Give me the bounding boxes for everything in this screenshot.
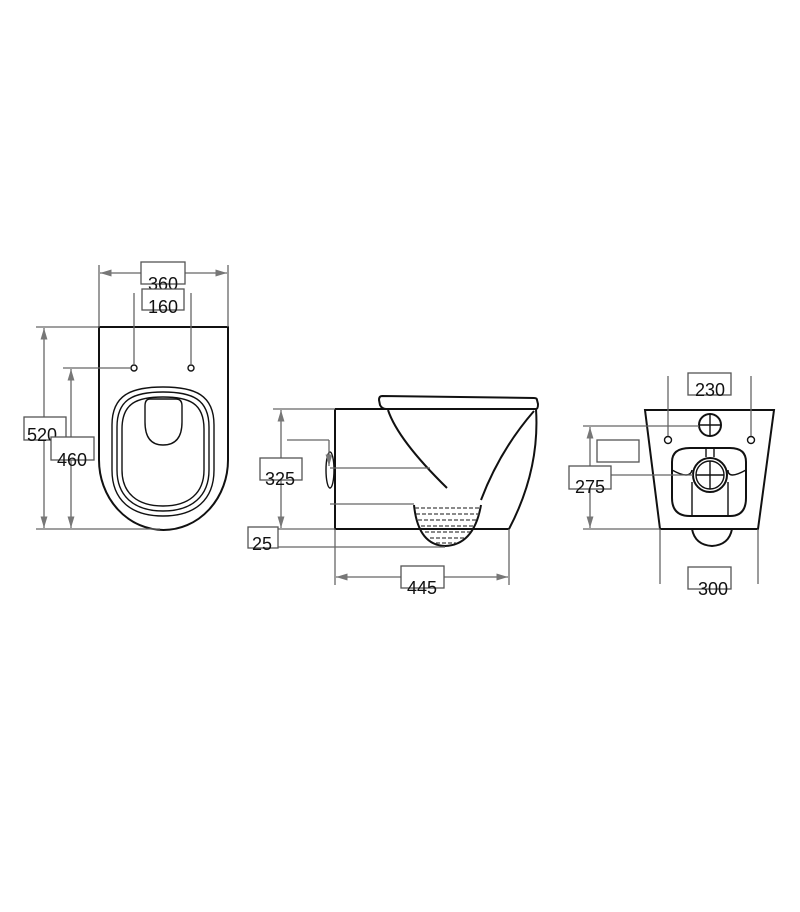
back-view: 230 275 300: [568, 372, 776, 599]
side-view-trap: [413, 504, 482, 548]
dim-projection: 445: [407, 578, 437, 598]
seat-inner-ring: [116, 391, 210, 512]
dim-box-460: [50, 436, 95, 461]
side-view-bowl-front: [480, 410, 535, 501]
dim-box-520: [23, 416, 67, 441]
dim-back-width: 300: [698, 579, 728, 599]
dim-box-160: [141, 288, 185, 311]
dim-box-325: [259, 457, 303, 481]
seat-hole-right: [187, 364, 195, 372]
top-view-body-outline: [98, 326, 229, 531]
dim-box-empty: [596, 439, 640, 463]
dim-box-230: [687, 372, 732, 396]
bowl-opening: [144, 398, 183, 446]
side-view-bowl-back: [387, 409, 448, 489]
dim-hole-to-front: 460: [57, 450, 87, 470]
back-view-outlet-housing: [671, 447, 747, 517]
top-view: 360 160 520 460: [23, 261, 229, 531]
side-view-seat: [377, 394, 540, 410]
seat-hole-left: [130, 364, 138, 372]
side-view: 325 25 445: [247, 394, 540, 598]
dim-overall-length: 520: [27, 425, 57, 445]
dim-box-445: [400, 565, 445, 589]
back-view-bottom-bulge: [691, 528, 733, 548]
dim-box-275: [568, 465, 612, 490]
dim-box-360: [140, 261, 186, 285]
dim-outlet-offset: 25: [252, 534, 272, 554]
water-hatch: [415, 507, 480, 544]
fixing-hole-right: [746, 435, 756, 445]
dim-inlet-height: 325: [265, 469, 295, 489]
dim-seat-hole-spacing: 160: [148, 297, 178, 317]
side-view-front-curve: [508, 408, 538, 530]
dim-fixing-bolt-spacing: 230: [695, 380, 725, 400]
seat-inner-ring-2: [121, 396, 205, 507]
fixing-hole-left: [663, 435, 673, 445]
dim-box-25: [247, 526, 279, 549]
side-view-body-outline: [334, 408, 535, 530]
seat-outer-ring: [111, 386, 215, 517]
side-view-inlet: [325, 451, 335, 489]
dim-box-300: [687, 566, 732, 590]
dim-outlet-height: 275: [575, 477, 605, 497]
